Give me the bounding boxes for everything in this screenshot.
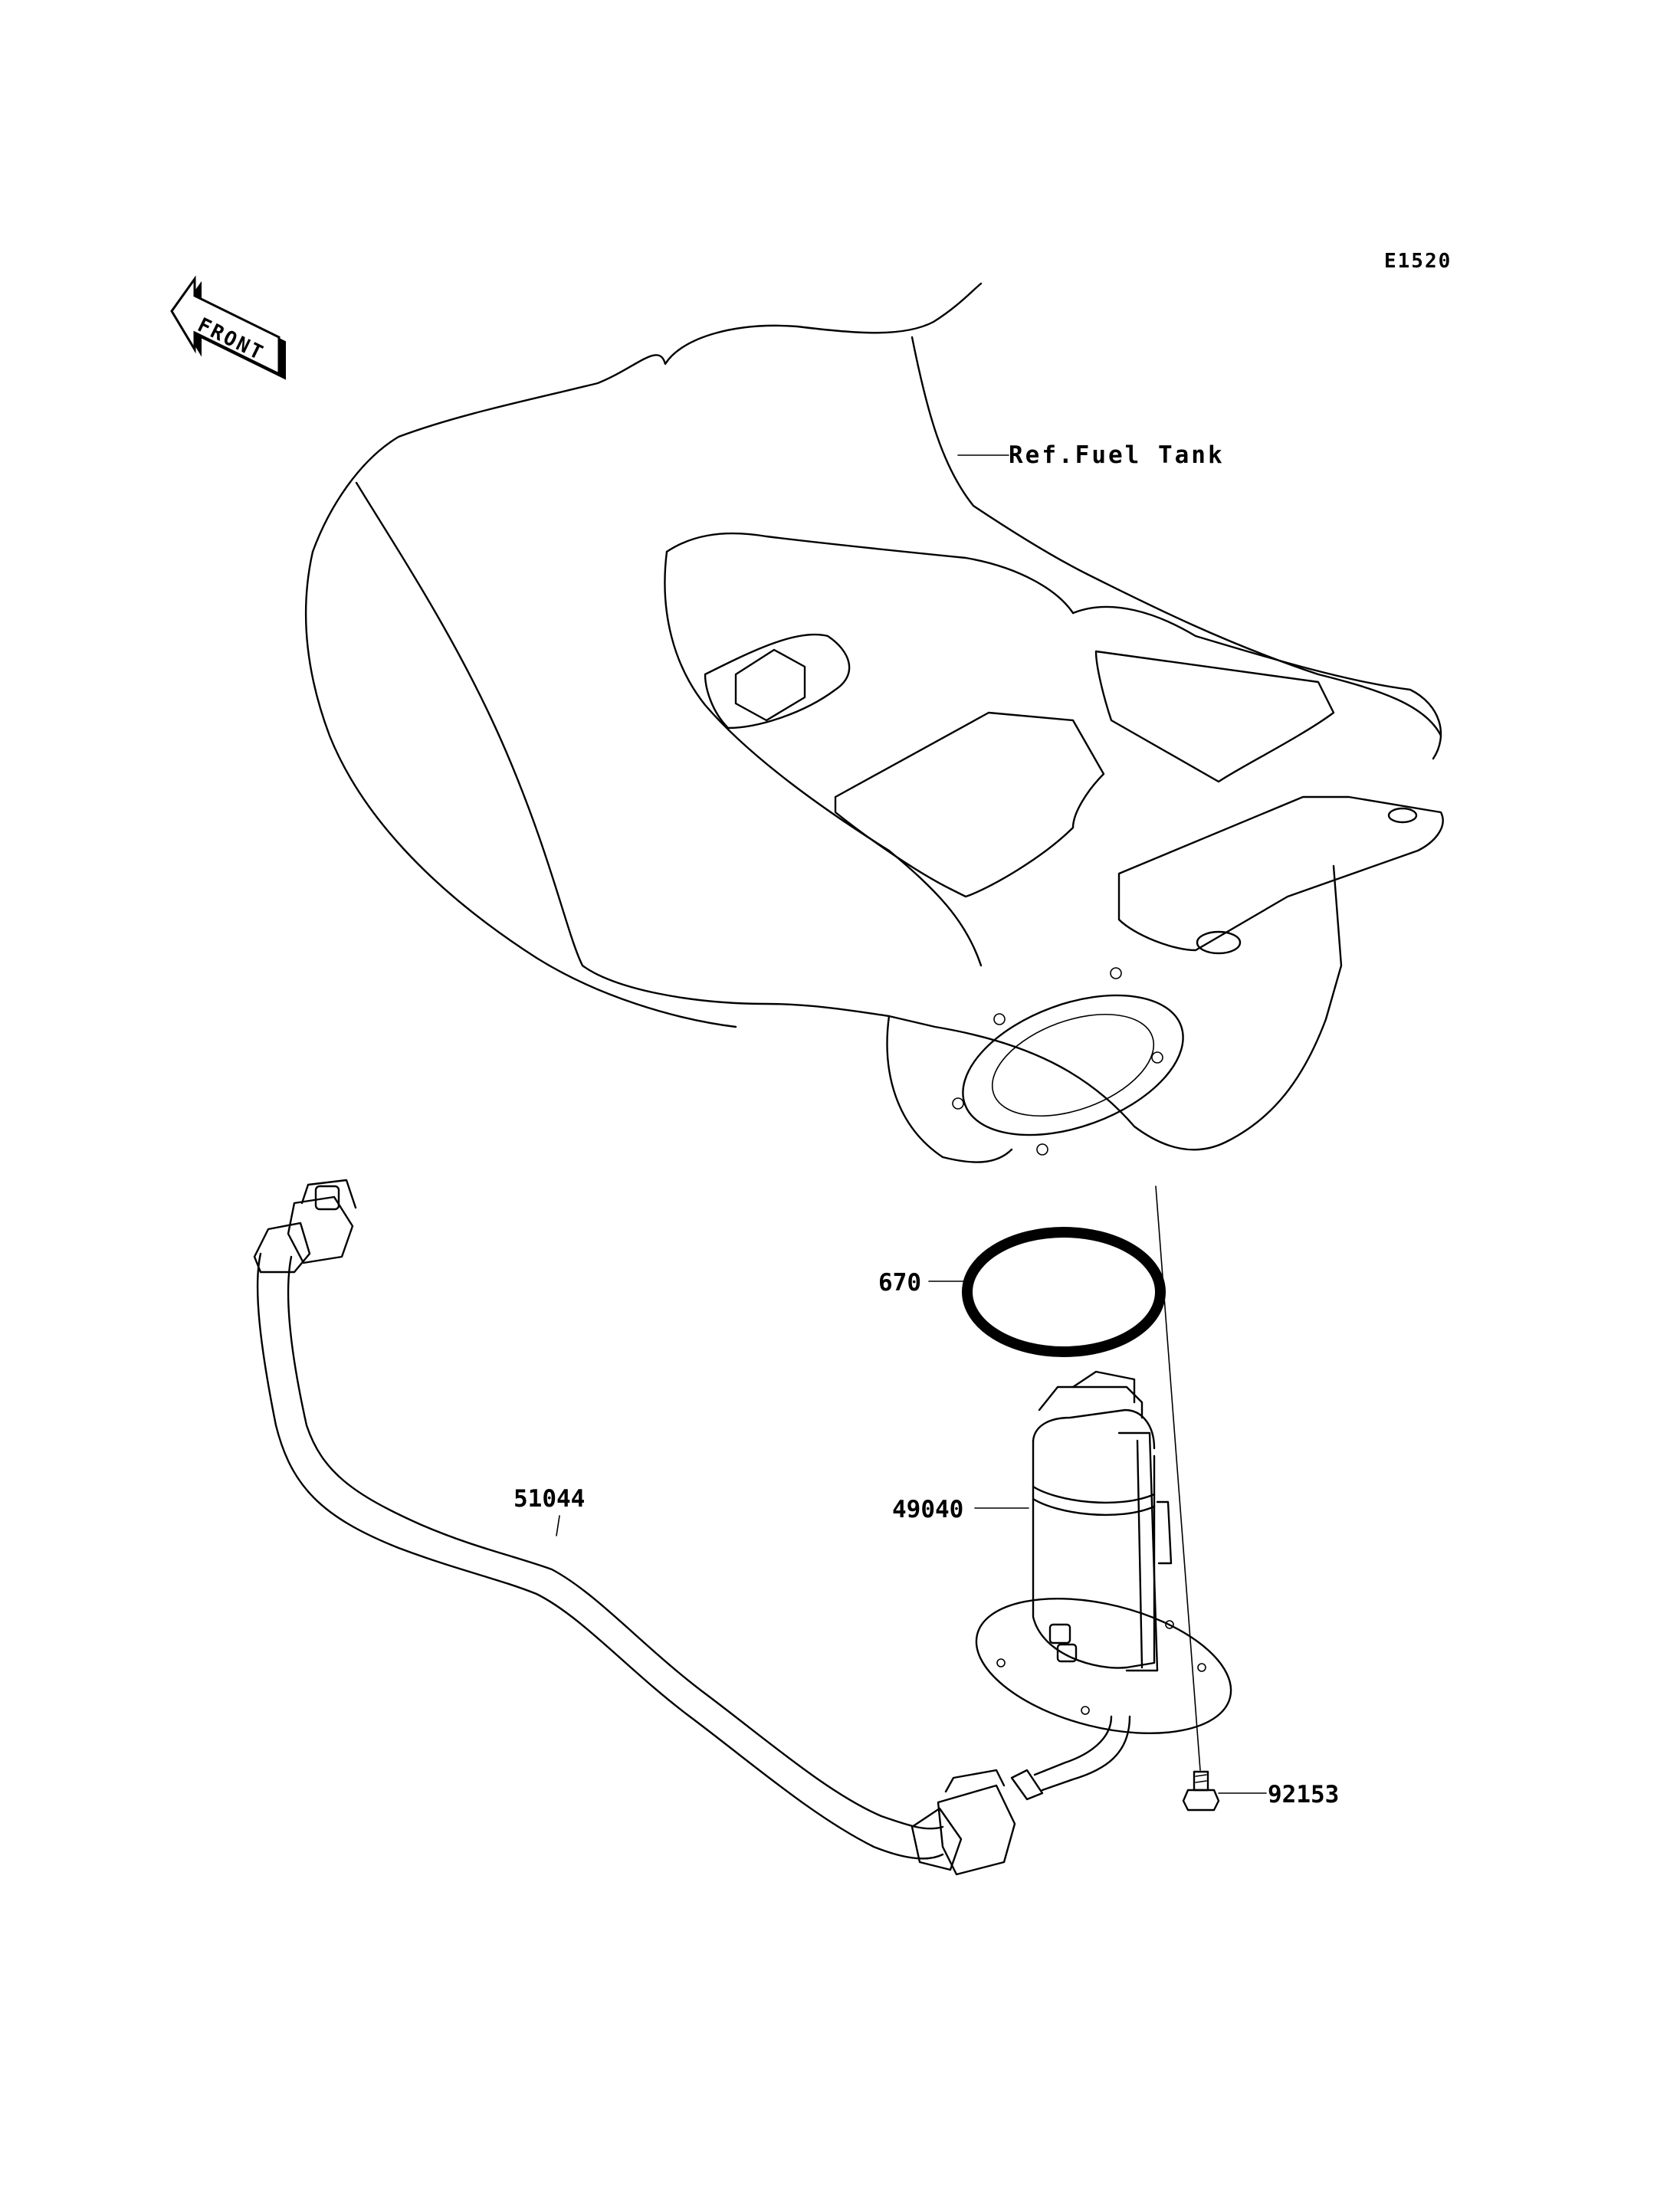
part-92153-number: 92153: [1268, 1781, 1339, 1808]
front-arrow-icon: FRONT: [170, 275, 286, 380]
part-670-number: 670: [878, 1269, 921, 1297]
gasket-670: [962, 1227, 1166, 1357]
bolt-92153: [1182, 1770, 1220, 1812]
part-51044-leader-line: [556, 1515, 560, 1536]
part-49040-number: 49040: [892, 1496, 963, 1523]
fuel-hose-51044: [253, 1179, 1016, 1876]
assembly-axis-line: [1155, 1185, 1201, 1771]
fuel-tank-reference-label: Ref.Fuel Tank: [1009, 441, 1225, 469]
fuel-pump-49040: [975, 1370, 1232, 1801]
diagram-code: E1520: [1384, 250, 1452, 273]
fuel-tank: [304, 282, 1444, 1163]
part-51044-number: 51044: [514, 1485, 585, 1513]
